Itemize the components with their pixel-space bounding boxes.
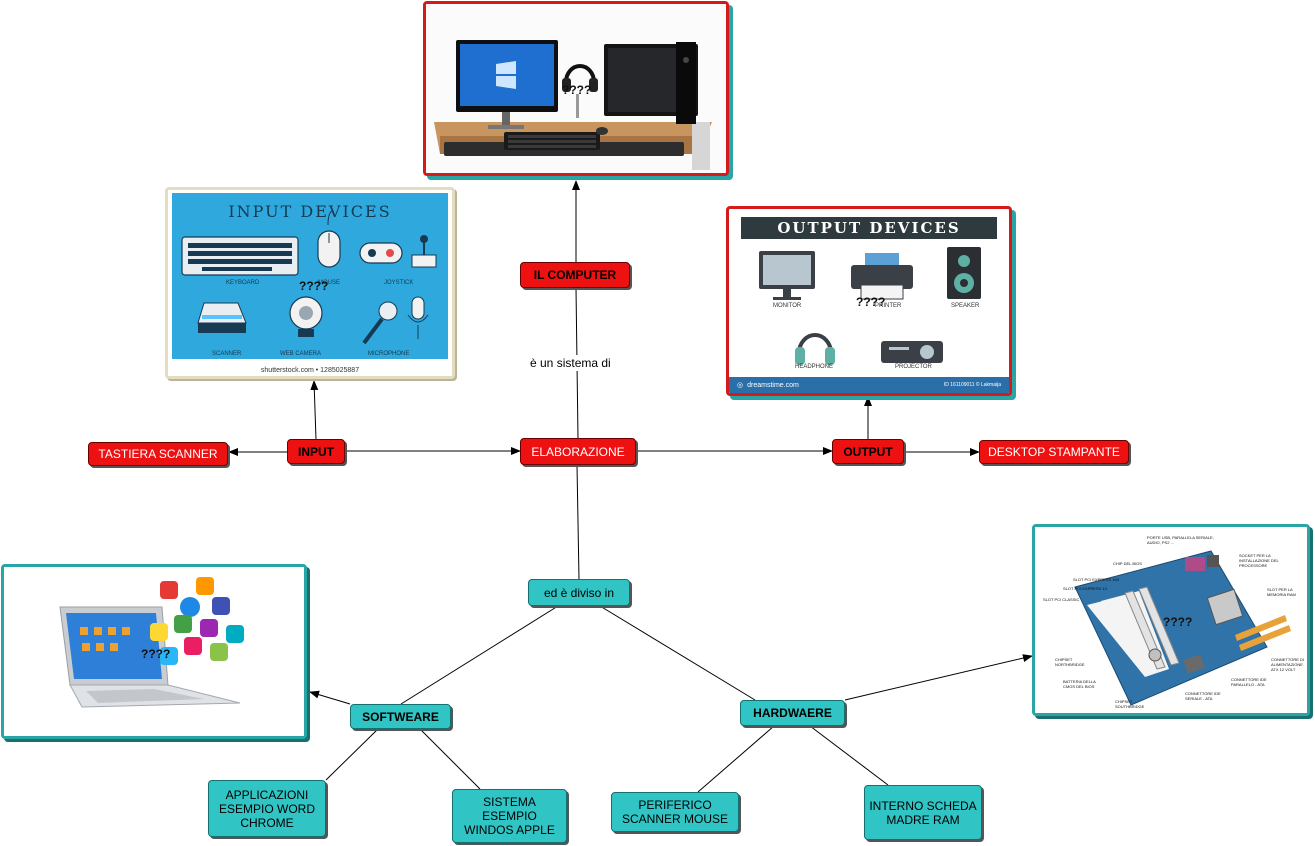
output-devices-image: OUTPUT DEVICES MONITOR — [726, 206, 1012, 396]
mb-label-ide: CONNETTORE IDE PARALLELO - ATA — [1231, 677, 1267, 687]
keyboard-icon — [181, 236, 299, 276]
printer-icon — [851, 253, 913, 300]
node-hardware[interactable]: HARDWAERE — [740, 700, 845, 726]
software-image: ???? — [1, 564, 307, 739]
input-image-footer: shutterstock.com • 1285025887 — [260, 367, 360, 374]
projector-label: PROJECTOR — [895, 364, 932, 370]
link-input-to-image — [310, 380, 319, 440]
monitor-label: MONITOR — [773, 303, 802, 309]
webcam-icon — [289, 296, 323, 337]
node-desktop-stampante[interactable]: DESKTOP STAMPANTE — [979, 440, 1129, 464]
app-icons-cluster — [150, 577, 244, 665]
input-image-mark: ???? — [299, 279, 329, 293]
output-image-id: ID 161109011 © Lakmaija — [943, 382, 1001, 388]
output-image-mark: ???? — [856, 295, 886, 309]
node-interno[interactable]: INTERNO SCHEDA MADRE RAM — [864, 785, 982, 840]
input-devices-image: INPUT DEVICES — [165, 187, 455, 379]
input-devices-panel: INPUT DEVICES — [172, 193, 448, 359]
link-hardware-to-periferico — [697, 725, 775, 793]
output-image-footer: ◎ dreamstime.com ID 161109011 © Lakmaija — [729, 377, 1009, 393]
software-image-mark: ???? — [141, 647, 171, 661]
mb-label-southbridge: CHIPSET SOUTHBRIDGE — [1115, 699, 1145, 709]
link-software-to-image — [309, 690, 351, 705]
link-elab-to-diviso — [576, 464, 580, 580]
hardware-image-mark: ???? — [1163, 615, 1193, 629]
link-label-sistema-di: è un sistema di — [527, 355, 614, 371]
link-hardware-to-interno — [809, 725, 889, 786]
mb-label-alimentazione: CONNETTORE DI ALIMENTAZIONE ATX 12 VOLT — [1271, 657, 1305, 672]
mb-label-pci16: SLOT PCI EXPRESS 16x — [1073, 577, 1120, 582]
desktop-computer-illustration — [426, 4, 726, 173]
computer-image-mark: ???? — [562, 83, 592, 97]
node-tastiera-scanner[interactable]: TASTIERA SCANNER — [88, 442, 228, 466]
headphone-label: HEADPHONE — [795, 364, 834, 370]
node-software[interactable]: SOFTWEARE — [350, 704, 451, 729]
hardware-image: PORTE USB, PARALLELA SERIALE, AUDIO, PS2… — [1032, 524, 1310, 716]
computer-image: ???? — [423, 1, 729, 176]
scanner-icon — [197, 302, 247, 333]
mouse-icon — [317, 211, 341, 268]
mb-label-pci-classic: SLOT PCI CLASSIC — [1043, 597, 1080, 602]
output-devices-icons — [759, 247, 981, 365]
mb-label-ram: SLOT PER LA MEMORIA RAM — [1267, 587, 1296, 597]
scanner-label: SCANNER — [212, 351, 242, 357]
joystick-icon — [359, 235, 437, 268]
printer-label: PRINTER — [875, 303, 902, 309]
speaker-label: SPEAKER — [951, 303, 980, 309]
mb-label-batteria: BATTERIA DELLA CMOS DEL BIOS — [1063, 679, 1096, 689]
link-hardware-to-image — [844, 654, 1033, 701]
link-diviso-to-hardware — [599, 605, 756, 701]
webcam-label: WEB CAMERA — [280, 351, 322, 357]
monitor-icon — [759, 251, 815, 300]
mb-label-porte: PORTE USB, PARALLELA SERIALE, AUDIO, PS2… — [1147, 535, 1214, 545]
projector-icon — [881, 341, 943, 363]
output-devices-title: OUTPUT DEVICES — [741, 217, 997, 239]
link-software-to-applicazioni — [325, 728, 379, 781]
link-software-to-sistema — [419, 728, 481, 790]
node-diviso-in[interactable]: ed è diviso in — [528, 579, 630, 606]
mb-label-northbridge: CHIPSET NORTHBRIDGE — [1055, 657, 1085, 667]
mb-label-chip-bios: CHIP DEL BIOS — [1113, 561, 1142, 566]
mouse-label: MOUSE — [318, 280, 341, 286]
microphone-label: MICROPHONE — [368, 351, 410, 357]
mb-label-socket: SOCKET PER LA INSTALLAZIONE DEL PROCESSO… — [1239, 553, 1279, 568]
input-devices-title: INPUT DEVICES — [228, 202, 392, 221]
input-devices-icons — [181, 211, 437, 345]
motherboard-illustration — [1035, 527, 1307, 713]
node-il-computer[interactable]: IL COMPUTER — [520, 262, 630, 288]
node-elaborazione[interactable]: ELABORAZIONE — [520, 438, 636, 465]
mb-label-sata: CONNETTORE IDE SERIALE - ATA — [1185, 691, 1221, 701]
node-sistema[interactable]: SISTEMA ESEMPIO WINDOS APPLE — [452, 789, 567, 843]
node-periferico[interactable]: PERIFERICO SCANNER MOUSE — [611, 792, 739, 832]
node-applicazioni[interactable]: APPLICAZIONI ESEMPIO WORD CHROME — [208, 780, 326, 837]
dreamstime-logo-icon: ◎ — [737, 382, 744, 389]
node-output[interactable]: OUTPUT — [832, 439, 904, 464]
laptop-apps-illustration — [4, 567, 304, 736]
headphone-icon — [795, 333, 835, 365]
output-image-brand: dreamstime.com — [747, 381, 799, 389]
keyboard-label: KEYBOARD — [226, 280, 260, 286]
mb-label-pci1: SLOT PCI EXPRESS 1x — [1063, 586, 1108, 591]
node-input[interactable]: INPUT — [287, 439, 345, 464]
link-diviso-to-software — [400, 605, 559, 705]
speaker-icon — [947, 247, 981, 299]
microphone-icon — [362, 296, 429, 345]
joystick-label: JOYSTICK — [384, 280, 414, 286]
